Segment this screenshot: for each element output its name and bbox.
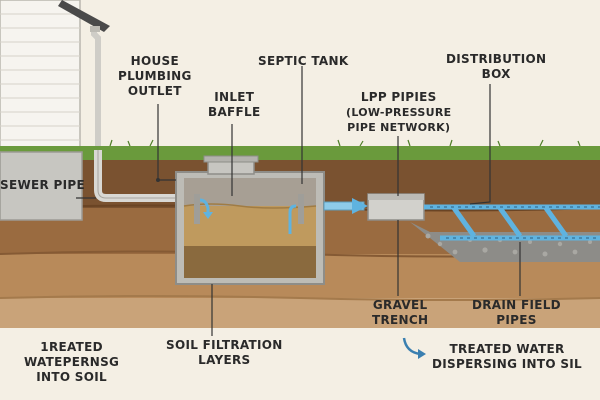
treated-water-arrow [402,337,421,356]
bottom-soil-layer [0,298,600,328]
inlet-flow-arrow [199,198,210,214]
label-lpp-pipes: LPP PIPIES (LOW-PRESSURE PIPE NETWORK) [346,90,452,134]
label-distribution-box: DISTRIBUTION BOX [446,52,547,81]
pipe-perforations [430,206,600,239]
label-inlet-baffle: INLET BAFFLE [208,90,261,119]
label-treated-water-dispersing: TREATED WATER DISPERSING INTO SIL [432,342,583,371]
grass-layer [0,146,600,160]
house-foundation [0,151,83,221]
sludge-layer [184,246,316,278]
gravel-trench [410,222,600,262]
outlet-flow-arrow [288,204,297,234]
label-gravel-trench: GRAVEL TRENCH [372,298,429,327]
house [0,0,110,153]
grass-blades [109,139,581,147]
inlet-baffle [194,194,200,224]
roof-eave [58,0,110,32]
label-soil-filtration-layers: SOIL FILTRATION LAYERS [166,338,283,367]
outlet-baffle [298,194,304,224]
label-sewer-pipe: SEWER PIPE [0,178,85,192]
label-house-plumbing-outlet: HOUSE PLUMBING OUTLET [118,54,192,98]
label-septic-tank: SEPTIC TANK [258,54,349,68]
label-treated-water-into-soil: 1REATED WATEPERNSG INTO SOIL [24,340,120,384]
septic-tank [175,155,325,285]
lower-background [0,328,600,400]
label-drain-field-pipes: DRAIN FIELD PIPES [472,298,561,327]
